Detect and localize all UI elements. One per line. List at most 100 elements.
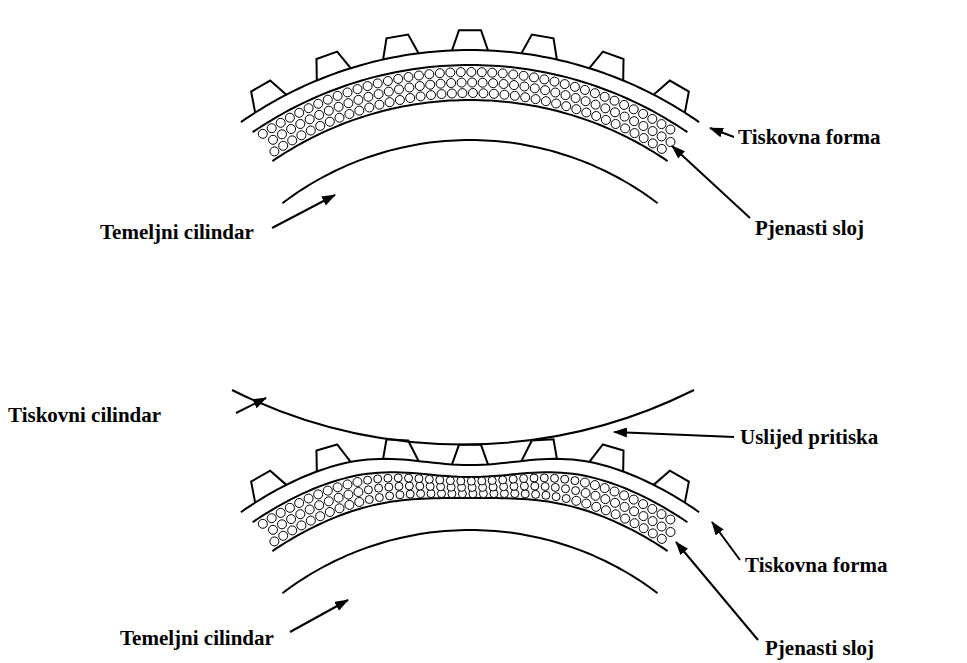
- foam-bubble: [405, 482, 413, 490]
- foam-bubble: [521, 93, 530, 102]
- foam-bubble: [591, 100, 600, 109]
- foam-bubble: [334, 102, 343, 111]
- foam-bubble: [324, 106, 333, 115]
- foam-bubble: [639, 134, 648, 143]
- foam-bubble: [375, 100, 384, 109]
- foam-bubble: [571, 94, 580, 103]
- foam-bubble: [435, 69, 444, 78]
- foam-bubble: [270, 537, 279, 546]
- foam-bubble: [488, 477, 496, 485]
- foam-bubble: [456, 68, 465, 77]
- foam-bubble: [521, 490, 529, 498]
- foam-bubble: [648, 114, 657, 123]
- foam-bubble: [639, 500, 648, 509]
- foam-bubble: [531, 95, 540, 104]
- foam-bubble: [666, 125, 675, 134]
- foam-bubble: [457, 477, 465, 485]
- foam-bubble: [297, 521, 306, 530]
- relief-element: [316, 445, 350, 472]
- foam-bubble: [657, 144, 666, 153]
- foam-bubble: [415, 82, 424, 91]
- foam-bubble: [611, 120, 620, 129]
- leader-arrow: [290, 600, 348, 632]
- foam-bubble: [267, 124, 276, 133]
- foam-bubble: [345, 110, 354, 119]
- foam-bubble: [551, 474, 559, 482]
- foam-bubble: [314, 99, 323, 108]
- foam-bubble: [600, 92, 609, 101]
- foam-bubble: [404, 73, 413, 82]
- foam-bubble: [394, 74, 403, 83]
- relief-element: [654, 471, 689, 503]
- foam-bubble: [385, 98, 394, 107]
- foam-bubble: [314, 490, 323, 499]
- foam-bubble: [510, 81, 519, 90]
- relief-element: [521, 35, 556, 60]
- foam-bubble: [316, 121, 325, 130]
- foam-bubble: [561, 91, 570, 100]
- foam-bubble: [550, 77, 559, 86]
- foam-bubble: [279, 531, 288, 540]
- foam-bubble: [384, 87, 393, 96]
- foam-bubble: [296, 120, 305, 129]
- foam-bubble: [295, 108, 304, 117]
- impression-cylinder: [232, 390, 694, 444]
- relief-element: [316, 52, 350, 81]
- foam-bubble: [427, 91, 436, 100]
- foam-bubble: [541, 483, 549, 491]
- foam-bubble: [630, 117, 639, 126]
- foam-bubble: [666, 138, 675, 147]
- foam-bubble: [540, 75, 549, 84]
- foam-bubble: [630, 507, 639, 516]
- foam-bubble: [416, 482, 424, 490]
- foam-bubble: [630, 129, 639, 138]
- foam-bubble: [611, 108, 620, 117]
- foam-bubble: [395, 85, 404, 94]
- foam-bubble: [657, 534, 666, 543]
- foam-bubble: [580, 85, 589, 94]
- relief-element: [452, 445, 488, 465]
- foam-bubble: [499, 80, 508, 89]
- foam-bubble: [562, 485, 570, 493]
- foam-bubble: [610, 487, 619, 496]
- part-label: Pjenasti sloj: [755, 216, 864, 240]
- foam-bubble: [499, 476, 507, 484]
- foam-bubble: [426, 80, 435, 89]
- foam-bubble: [457, 78, 466, 87]
- part-label: Tiskovna forma: [745, 553, 888, 577]
- foam-bubble: [295, 499, 304, 508]
- foam-bubble: [510, 91, 519, 100]
- foam-bubble: [406, 490, 414, 498]
- foam-bubble: [601, 104, 610, 113]
- foam-bubble: [386, 492, 394, 500]
- leader-arrow: [236, 398, 266, 413]
- foam-bubble: [520, 482, 528, 490]
- foam-bubble: [551, 483, 559, 491]
- foam-bubble: [315, 110, 324, 119]
- foam-bubble: [353, 85, 362, 94]
- base-cylinder: [282, 140, 657, 203]
- foam-bubble: [436, 79, 445, 88]
- foam-bubble: [415, 475, 423, 483]
- foam-bubble: [425, 70, 434, 79]
- foam-bubble: [323, 486, 332, 495]
- foam-bubble: [520, 82, 529, 91]
- foam-bubble: [639, 122, 648, 131]
- foam-bubble: [530, 73, 539, 82]
- foam-bubble: [374, 90, 383, 99]
- foam-bubble: [364, 476, 372, 484]
- foam-bubble: [344, 99, 353, 108]
- foam-bubble: [354, 95, 363, 104]
- foam-bubble: [325, 117, 334, 126]
- foam-bubble: [478, 78, 487, 87]
- foam-bubble: [657, 522, 666, 531]
- foam-bubble: [562, 495, 570, 503]
- foam-bubble: [601, 495, 610, 504]
- foam-bubble: [333, 483, 342, 492]
- foam-bubble: [582, 108, 591, 117]
- foam-bubble: [297, 131, 306, 140]
- foam-bubble: [590, 481, 599, 490]
- foam-bubble: [258, 129, 267, 138]
- relief-element: [521, 439, 556, 461]
- foam-bubble: [541, 86, 550, 95]
